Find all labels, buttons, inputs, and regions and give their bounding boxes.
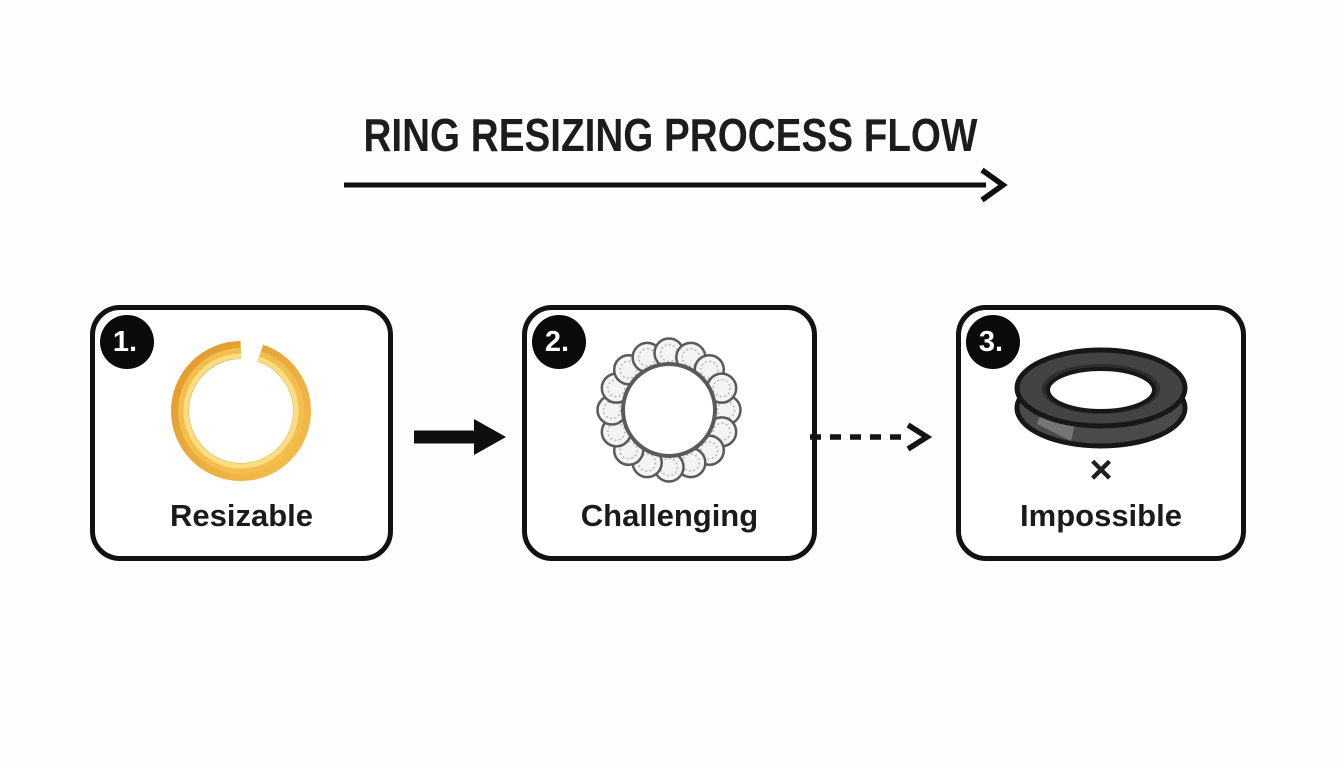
flow-direction-arrow — [344, 167, 1008, 203]
step-box-challenging: 2. Challenging — [522, 305, 817, 561]
step-number-badge: 3. — [966, 315, 1020, 369]
step-number-badge: 2. — [532, 315, 586, 369]
step-label: Resizable — [169, 498, 313, 533]
solid-arrow-connector — [414, 419, 506, 455]
dashed-arrow-connector — [810, 422, 933, 452]
page-title: RING RESIZING PROCESS FLOW — [0, 108, 1340, 162]
step-box-impossible: 3. × Impossible — [956, 305, 1246, 561]
diamond-eternity-ring-icon — [596, 337, 742, 483]
step-number-badge: 1. — [100, 315, 154, 369]
step-box-resizable: 1. Resizable — [90, 305, 393, 561]
step-label: Challenging — [580, 498, 759, 533]
open-gold-ring-icon — [171, 341, 311, 481]
step-label: Impossible — [1020, 498, 1182, 533]
impossible-x-mark: × — [1089, 448, 1113, 492]
solid-dark-ring-icon — [1014, 347, 1188, 449]
page-title-text: RING RESIZING PROCESS FLOW — [363, 109, 977, 161]
